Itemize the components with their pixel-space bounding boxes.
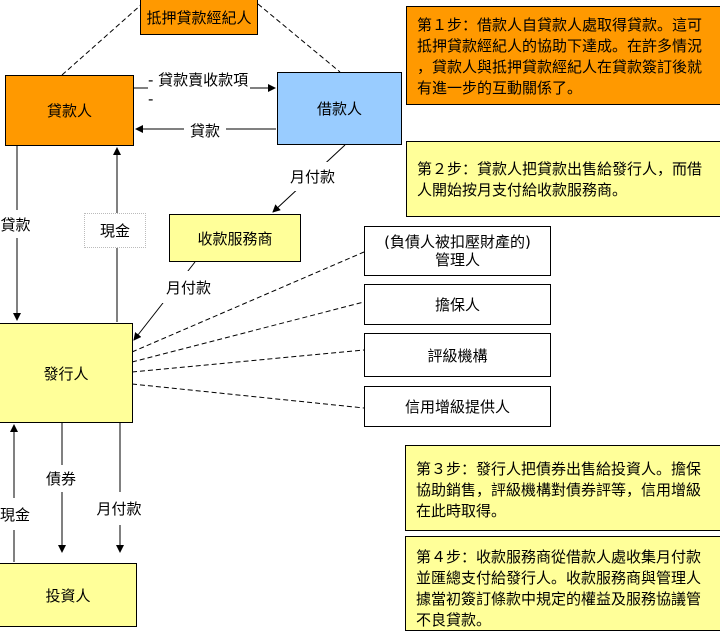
node-servicer: 收款服務商 (169, 214, 301, 262)
label-monthly-payment-2: 月付款 (140, 271, 237, 303)
label-cash-2: 現金 (0, 498, 34, 530)
step-2-box: 第２步：貸款人把貸款出售給發行人，而借 人開始按月支付給收款服務商。 (406, 141, 720, 217)
step-3-line: 協助銷售，評級機構對債券評等，信用增級 (416, 481, 702, 499)
label-loan-left: 貸款 (0, 210, 33, 238)
dashed-lender-broker (61, 3, 143, 76)
dashed-broker-borrower (257, 3, 341, 73)
step-3-line: 在此時取得。 (416, 502, 507, 520)
node-issuer: 發行人 (0, 323, 133, 423)
dashed-issuer-trustee (131, 251, 365, 353)
step-2-line: 第２步：貸款人把貸款出售給發行人，而借 (417, 160, 703, 178)
label-monthly-payment-3: 月付款 (85, 492, 153, 525)
step-4-line: 據當初簽訂條款中規定的權益及服務協議管 (416, 590, 702, 608)
step-1-line: 第１步：借款人自貸款人處取得貸款。這可 (417, 16, 703, 34)
label-loan-proceeds: - 貸款賣收款項 - (148, 71, 250, 108)
node-investor: 投資人 (0, 563, 137, 627)
node-broker: 抵押貸款經紀人 (140, 0, 258, 35)
node-guarantor: 擔保人 (364, 284, 551, 325)
step-2-line: 人開始按月支付給收款服務商。 (417, 181, 628, 199)
step-1-line: 有進一步的互動關係了。 (417, 79, 583, 97)
step-4-box: 第４步：收款服務商從借款人處收集月付款 並匯總支付給發行人。收款服務商與管理人 … (405, 536, 720, 631)
step-1-box: 第１步：借款人自貸款人處取得貸款。這可 抵押貸款經紀人的協助下達成。在許多情況 … (406, 6, 720, 105)
dashed-issuer-rating (131, 349, 365, 373)
step-4-line: 第４步：收款服務商從借款人處收集月付款 (416, 548, 702, 566)
dashed-issuer-guarantor (131, 301, 365, 363)
trustee-line1: (負債人被扣壓財產的) (384, 233, 531, 251)
node-lender: 貸款人 (5, 75, 134, 146)
step-4-line: 並匯總支付給發行人。收款服務商與管理人 (416, 569, 702, 587)
step-1-line: 抵押貸款經紀人的協助下達成。在許多情況 (417, 37, 703, 55)
trustee-line2: 管理人 (434, 251, 480, 269)
step-4-line: 不良貸款。 (416, 611, 492, 629)
node-rating-agency: 評級機構 (364, 333, 551, 377)
dashed-issuer-enhancer (131, 383, 365, 409)
step-1-line: ，貸款人與抵押貸款經紀人在貸款簽訂後就 (417, 58, 703, 76)
label-bonds: 債券 (36, 465, 86, 492)
label-cash-1: 現金 (84, 213, 146, 248)
label-loan-top: 貸款 (184, 118, 226, 142)
label-monthly-payment-1: 月付款 (250, 162, 375, 191)
step-3-box: 第３步：發行人把債券出售給投資人。擔保 協助銷售，評級機構對債券評等，信用增級 … (405, 445, 720, 531)
step-3-line: 第３步：發行人把債券出售給投資人。擔保 (416, 460, 702, 478)
node-borrower: 借款人 (277, 72, 402, 145)
node-trustee: (負債人被扣壓財產的) 管理人 (364, 226, 551, 276)
node-credit-enhancer: 信用增級提供人 (364, 386, 551, 427)
